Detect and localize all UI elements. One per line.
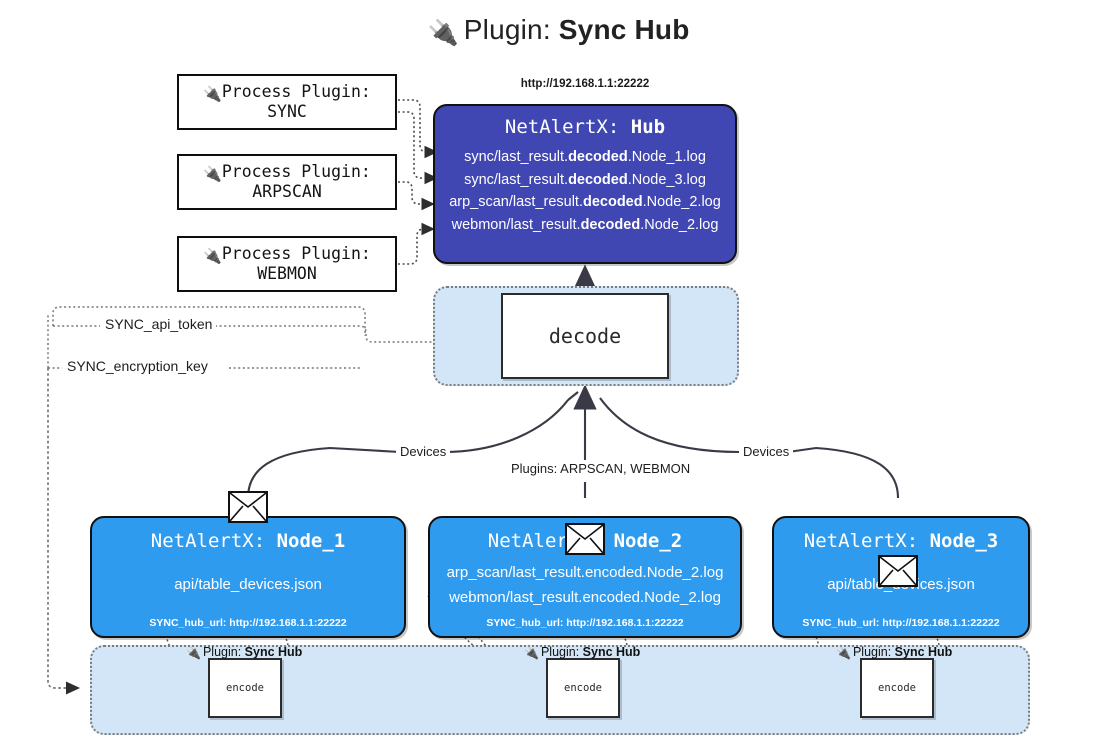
encode-box-3[interactable]: encode	[860, 658, 934, 718]
process-plugin-arpscan-line1: 🔌Process Plugin:	[203, 161, 371, 183]
hub-log-line: sync/last_result.decoded.Node_3.log	[464, 171, 706, 188]
plug-icon: 🔌	[524, 646, 539, 660]
hub-log-line: webmon/last_result.decoded.Node_2.log	[451, 216, 719, 233]
process-plugin-webmon-line1: 🔌Process Plugin:	[203, 243, 371, 265]
envelope-icon[interactable]	[565, 523, 605, 555]
node-3-title: NetAlertX: Node_3	[803, 530, 999, 552]
node-2-line: webmon/last_result.encoded.Node_2.log	[449, 588, 721, 606]
page-title-name: Sync Hub	[558, 14, 690, 45]
process-plugin-arpscan-line2: ARPSCAN	[252, 181, 322, 201]
plug-icon: 🔌	[836, 646, 851, 660]
node-1-title: NetAlertX: Node_1	[150, 530, 346, 552]
node-1-lines: api/table_devices.json	[92, 552, 404, 617]
devices-label-left: Devices	[396, 444, 451, 459]
node-2-line: arp_scan/last_result.encoded.Node_2.log	[446, 563, 724, 581]
node-2-hub-url: SYNC_hub_url: http://192.168.1.1:22222	[486, 617, 684, 629]
plug-icon: 🔌	[203, 246, 222, 265]
page-title-prefix: Plugin:	[463, 14, 551, 45]
page-title: 🔌Plugin: Sync Hub	[0, 14, 1117, 48]
process-plugin-webmon-box[interactable]: 🔌Process Plugin: WEBMON	[177, 236, 397, 292]
plug-icon: 🔌	[186, 646, 201, 660]
sync-api-token-label: SYNC_api_token	[101, 316, 217, 332]
hub-url-label: http://192.168.1.1:22222	[520, 78, 650, 90]
hub-log-line: sync/last_result.decoded.Node_1.log	[464, 149, 706, 165]
envelope-icon[interactable]	[228, 491, 268, 523]
node-3-hub-url: SYNC_hub_url: http://192.168.1.1:22222	[802, 617, 1000, 629]
hub-title: NetAlertX: Hub	[504, 116, 666, 138]
process-plugin-webmon-line2: WEBMON	[257, 263, 317, 283]
encode-box-1[interactable]: encode	[208, 658, 282, 718]
hub-box[interactable]: NetAlertX: Hub sync/last_result.decoded.…	[433, 104, 737, 264]
encoder-1-caption: 🔌Plugin: Sync Hub	[186, 645, 303, 660]
hub-log-line: arp_scan/last_result.decoded.Node_2.log	[449, 194, 721, 211]
node-1-line: api/table_devices.json	[174, 576, 322, 593]
node-1-hub-url: SYNC_hub_url: http://192.168.1.1:22222	[149, 617, 347, 629]
process-plugin-arpscan-box[interactable]: 🔌Process Plugin: ARPSCAN	[177, 154, 397, 210]
plugins-label-center: Plugins: ARPSCAN, WEBMON	[507, 461, 695, 476]
encoder-3-caption: 🔌Plugin: Sync Hub	[836, 645, 953, 660]
encode-box-2[interactable]: encode	[546, 658, 620, 718]
node-2-lines: arp_scan/last_result.encoded.Node_2.log …	[430, 552, 740, 617]
envelope-icon[interactable]	[878, 555, 918, 587]
plug-icon: 🔌	[427, 19, 459, 47]
encoder-2-caption: 🔌Plugin: Sync Hub	[524, 645, 641, 660]
process-plugin-sync-box[interactable]: 🔌Process Plugin: SYNC	[177, 74, 397, 130]
devices-label-right: Devices	[739, 444, 794, 459]
hub-log-list: sync/last_result.decoded.Node_1.log sync…	[435, 147, 735, 235]
process-plugin-sync-line1: 🔌Process Plugin:	[203, 81, 371, 103]
sync-encryption-key-label: SYNC_encryption_key	[63, 358, 212, 374]
process-plugin-sync-line2: SYNC	[267, 101, 307, 121]
plug-icon: 🔌	[203, 84, 222, 103]
node-box-node-1[interactable]: NetAlertX: Node_1 api/table_devices.json…	[90, 516, 406, 638]
plug-icon: 🔌	[203, 164, 222, 183]
decode-box[interactable]: decode	[501, 293, 669, 379]
